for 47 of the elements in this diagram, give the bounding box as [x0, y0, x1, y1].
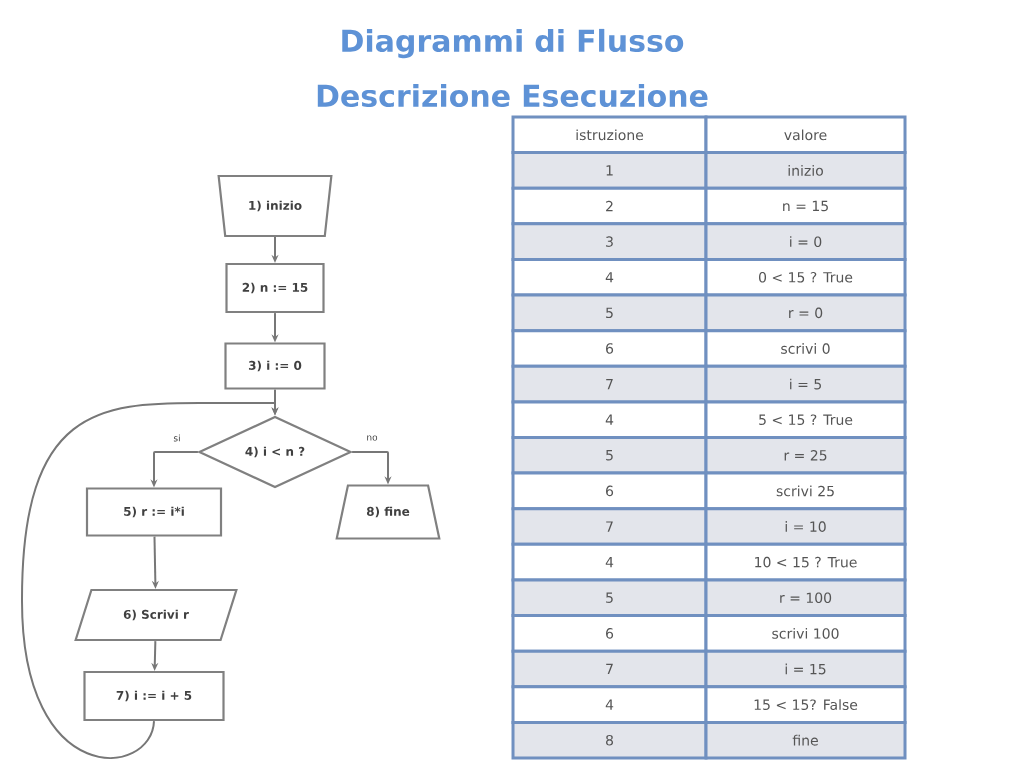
- table-cell: 15 < 15? False: [704, 685, 907, 724]
- process-box: 3) i := 0: [224, 342, 326, 390]
- process-box: 2) n := 15: [225, 262, 325, 314]
- table-cell: 6: [511, 614, 708, 653]
- edge-label: no: [365, 434, 379, 442]
- output-parallelogram: 6) Scrivi r: [74, 588, 238, 642]
- process-box: 5) r := i*i: [85, 487, 223, 537]
- table-cell: 6: [511, 471, 708, 511]
- table-cell: inizio: [704, 151, 907, 190]
- arrow: [21, 402, 279, 759]
- table-cell: scrivi 100: [704, 614, 907, 653]
- table-cell: 4: [511, 257, 708, 297]
- table-cell: 4: [511, 400, 708, 439]
- table-cell: 10 < 15 ? True: [704, 542, 907, 582]
- table-cell: 0 < 15 ? True: [704, 257, 907, 297]
- table-cell: n = 15: [704, 186, 907, 226]
- table-cell: 5 < 15 ? True: [704, 400, 907, 439]
- table-cell: valore: [704, 115, 907, 155]
- terminal-trapezoid: 1) inizio: [217, 174, 333, 238]
- table-cell: fine: [704, 720, 907, 760]
- table-cell: 5: [511, 578, 708, 618]
- table-cell: 5: [511, 293, 708, 333]
- table-cell: r = 25: [704, 436, 907, 475]
- table-cell: 4: [511, 542, 708, 582]
- table-cell: 2: [511, 186, 708, 226]
- edge-label: si: [172, 433, 182, 443]
- table-cell: 4: [511, 685, 708, 724]
- terminal-trapezoid: 8) fine: [335, 484, 441, 540]
- table-cell: 5: [511, 436, 708, 475]
- table-cell: 7: [511, 364, 708, 404]
- table-cell: 7: [511, 649, 708, 689]
- table-cell: 7: [511, 507, 708, 546]
- table-cell: 8: [511, 720, 708, 760]
- table-cell: r = 100: [704, 578, 907, 618]
- table-cell: i = 0: [704, 222, 907, 261]
- table-cell: i = 15: [704, 649, 907, 689]
- table-cell: scrivi 25: [704, 471, 907, 511]
- table-cell: 3: [511, 222, 708, 261]
- table-cell: 1: [511, 151, 708, 190]
- table-cell: 6: [511, 329, 708, 368]
- table-cell: scrivi 0: [704, 329, 907, 368]
- table-cell: istruzione: [511, 115, 708, 155]
- table-cell: i = 5: [704, 364, 907, 404]
- title: Diagrammi di Flusso Descrizione Esecuzione: [317, 28, 708, 108]
- table-cell: i = 10: [704, 507, 907, 546]
- process-box: 7) i := i + 5: [83, 670, 225, 722]
- table-cell: r = 0: [704, 293, 907, 333]
